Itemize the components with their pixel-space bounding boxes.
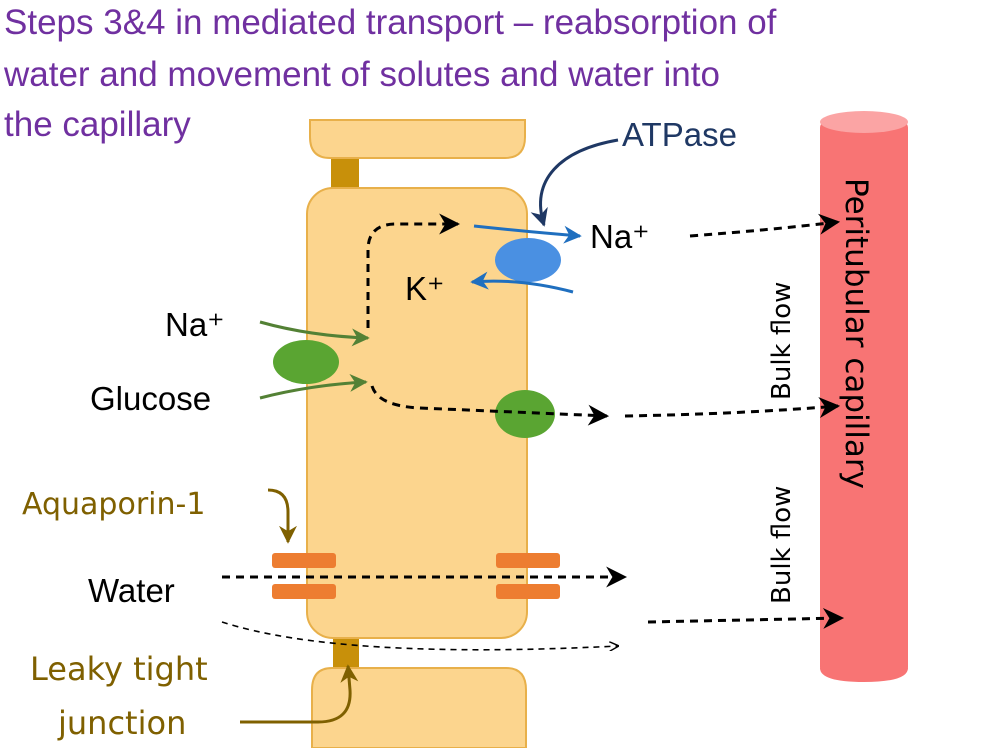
atpase-label: ATPase — [622, 116, 737, 153]
glucose-label: Glucose — [90, 380, 211, 417]
glucose-intracellular-path — [370, 385, 610, 426]
bulk-flow-label-lower: Bulk flow — [767, 486, 797, 604]
na-uptake-arrow — [259, 320, 370, 347]
na-label-lumen: Na⁺ — [165, 306, 225, 343]
na-glucose-cotransporter — [273, 340, 339, 384]
capillary-bottom — [820, 668, 908, 682]
leaky-tight-junction-label-line2: junction — [57, 704, 186, 742]
tubular-epithelial-cell — [306, 187, 528, 639]
tight-junction-pointer-arrow — [240, 664, 359, 724]
adjacent-cell-upper — [309, 119, 526, 159]
aquaporin-label: Aquaporin-1 — [22, 487, 205, 522]
aquaporin-apical-lower — [272, 584, 336, 599]
glucose-bulk-flow-arrow — [624, 397, 841, 419]
peritubular-capillary — [820, 120, 908, 675]
aquaporin-basolateral-upper — [496, 553, 560, 568]
leaky-tight-junction-label-line1: Leaky tight — [30, 650, 208, 688]
aquaporin-apical-upper — [272, 553, 336, 568]
na-bulk-flow-arrow — [689, 213, 841, 238]
na-label-basolateral: Na⁺ — [590, 218, 650, 255]
adjacent-cell-lower — [311, 667, 527, 748]
water-paracellular-arrow — [221, 621, 618, 650]
title-line-3: the capillary — [4, 105, 191, 144]
bulk-flow-label-upper: Bulk flow — [767, 282, 797, 400]
k-label: K⁺ — [405, 270, 444, 307]
aquaporin-basolateral-lower — [496, 584, 560, 599]
capillary-top — [820, 111, 908, 133]
title-line-2: water and movement of solutes and water … — [4, 55, 720, 94]
k-influx-arrow — [470, 271, 574, 294]
glucose-uptake-arrow — [259, 373, 368, 400]
title-line-1: Steps 3&4 in mediated transport – reabso… — [4, 3, 777, 42]
capillary-label: Peritubular capillary — [838, 178, 874, 489]
water-bulk-flow-arrow — [647, 607, 845, 629]
aquaporin-pointer-arrow — [267, 488, 297, 544]
glucose-transporter-basolateral — [495, 390, 555, 438]
atpase-pointer-arrow — [530, 138, 619, 227]
atpase-pump — [495, 238, 561, 282]
na-efflux-arrow — [473, 224, 582, 244]
water-label: Water — [88, 572, 175, 609]
na-intracellular-path — [366, 213, 461, 328]
